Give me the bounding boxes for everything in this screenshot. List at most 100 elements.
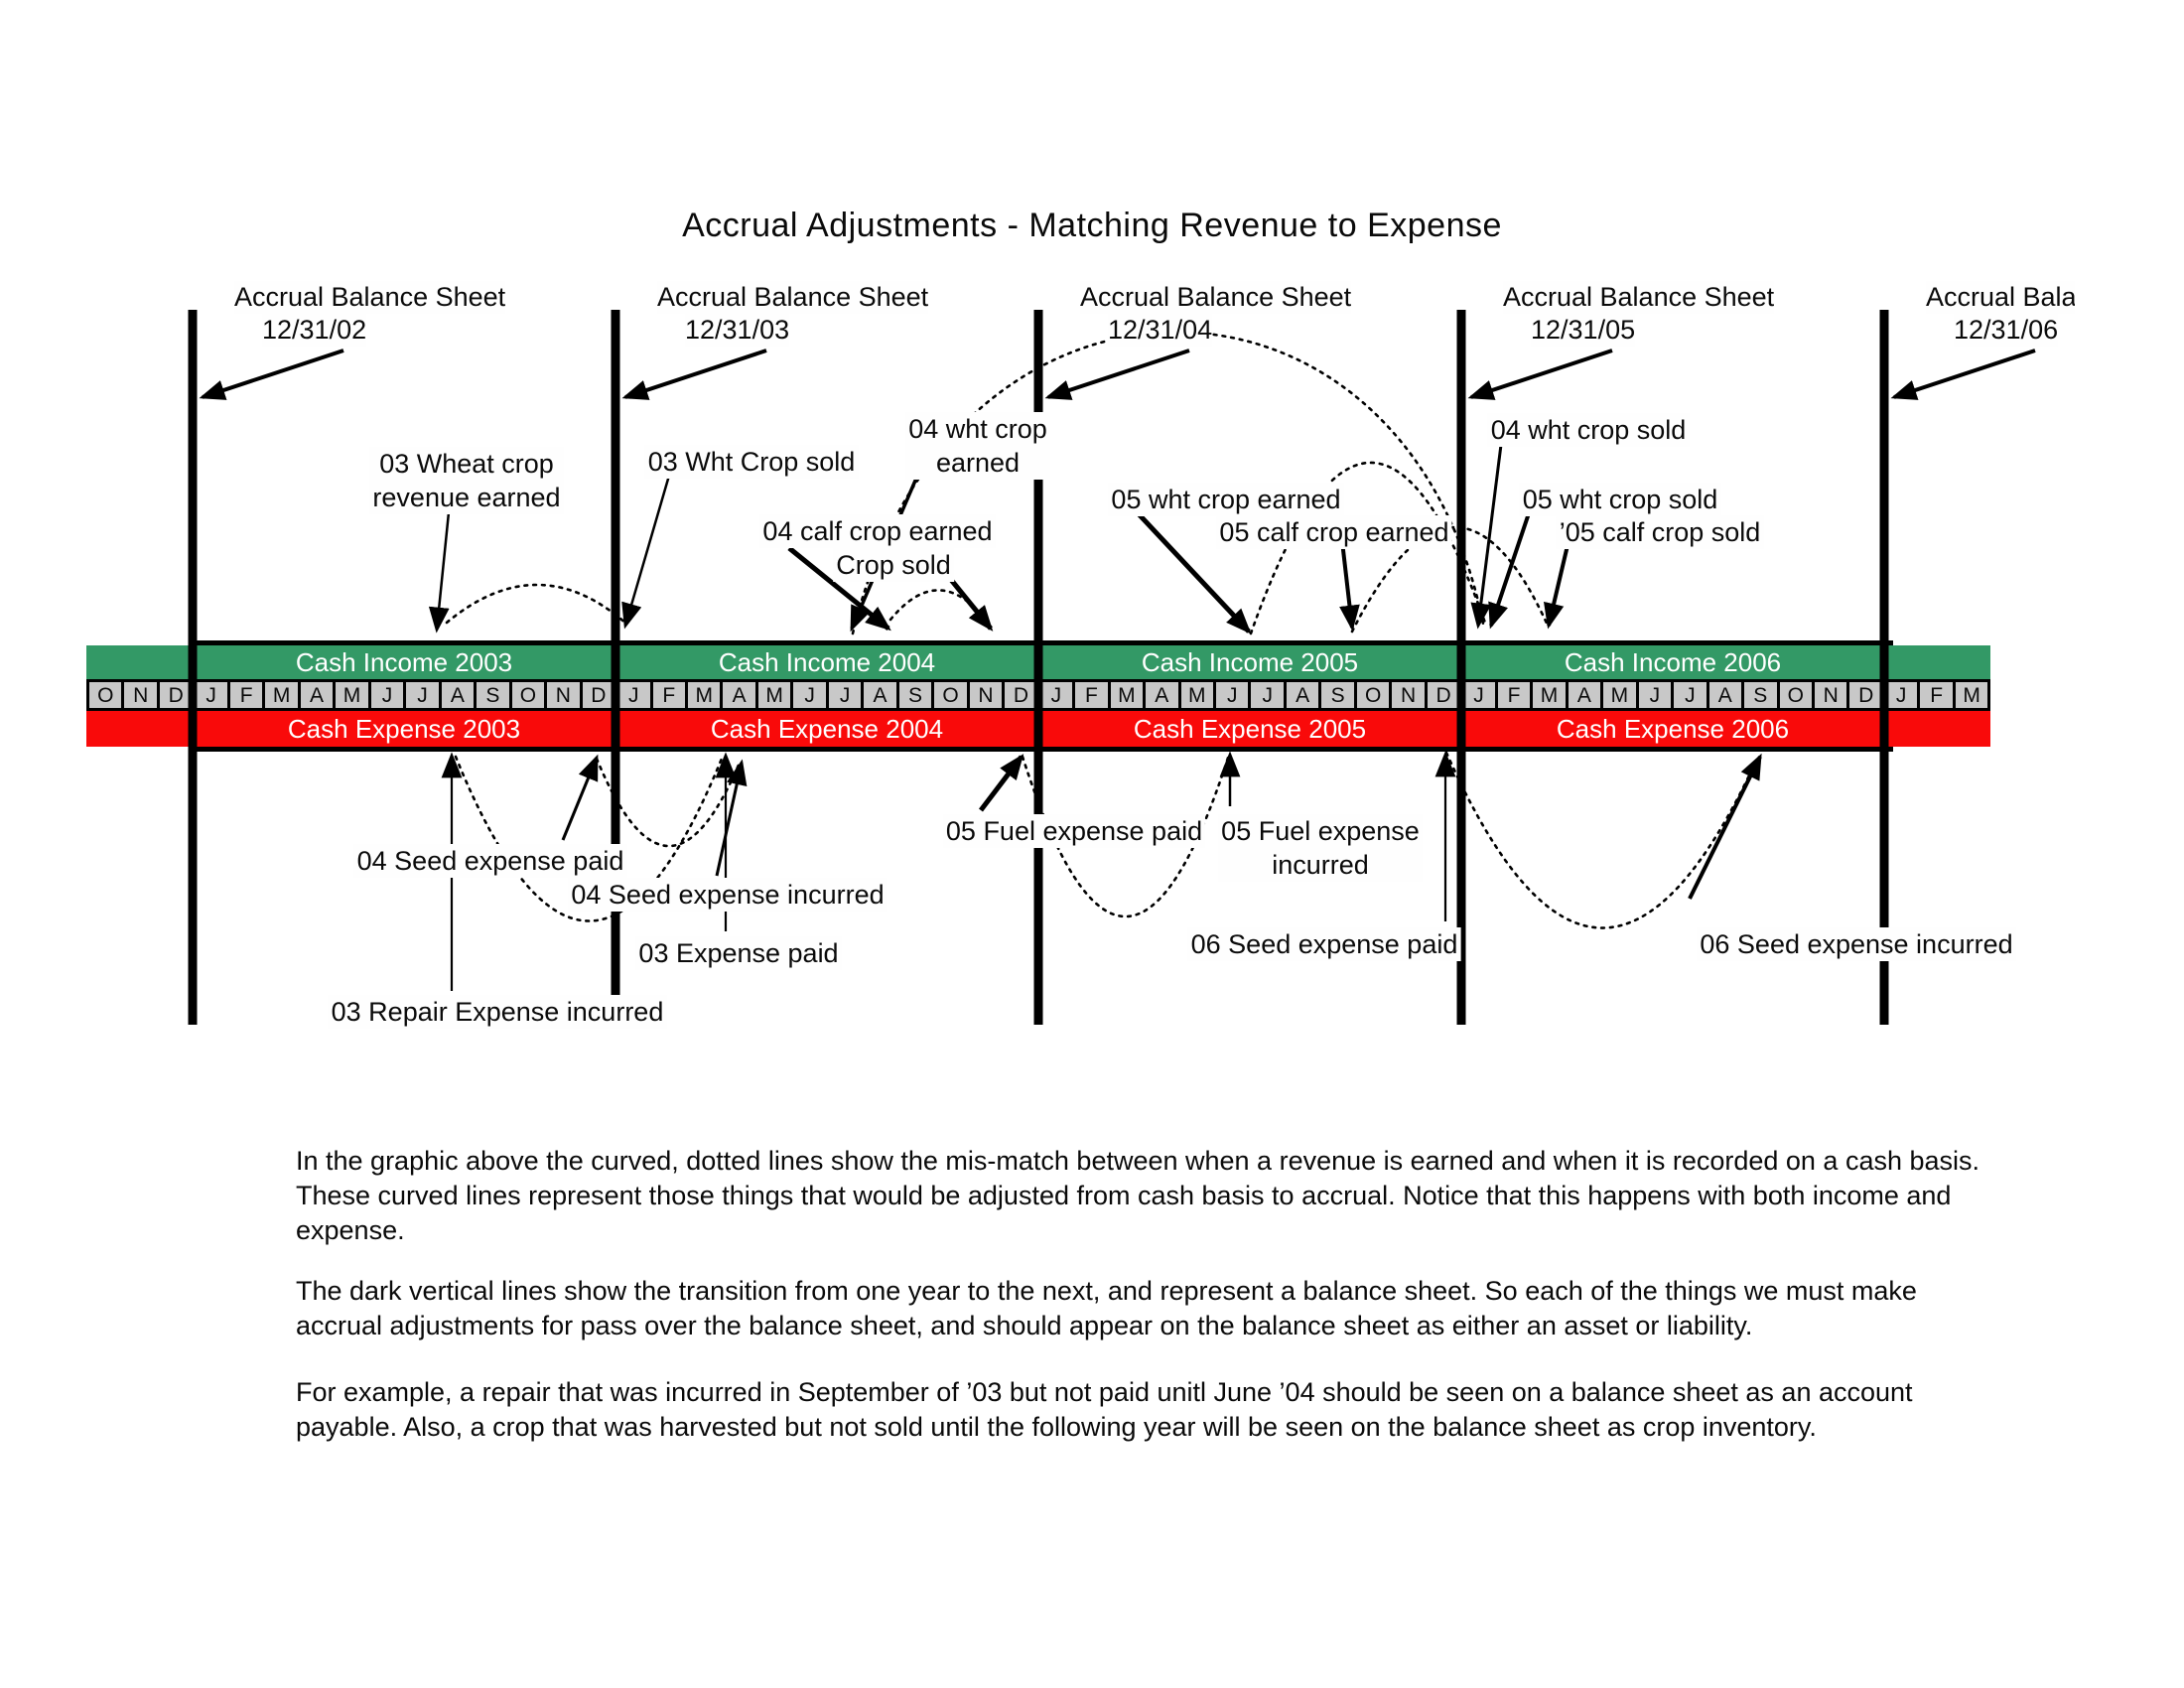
- month-cell-13: N: [547, 682, 583, 708]
- month-cell-40: F: [1497, 682, 1534, 708]
- month-cell-3: J: [195, 682, 230, 708]
- balance-sheet-title: Accrual Balance Sheet: [234, 281, 506, 314]
- month-cell-24: O: [934, 682, 970, 708]
- month-cell-20: J: [793, 682, 829, 708]
- month-cell-44: J: [1638, 682, 1675, 708]
- balance-sheet-date: 12/31/05: [1531, 314, 1636, 347]
- annotation-05-calf-crop-earned: 05 calf crop earned: [1216, 515, 1452, 549]
- income-segment-label-2: Cash Income 2004: [718, 647, 936, 677]
- annotation-05-wht-crop-earned: 05 wht crop earned: [1108, 483, 1344, 516]
- month-cell-25: N: [969, 682, 1006, 708]
- arrow-04-seed-incurred: [715, 759, 748, 877]
- month-cell-18: A: [723, 682, 758, 708]
- month-cell-32: J: [1216, 682, 1252, 708]
- income-segment-label-3: Cash Income 2005: [1141, 647, 1359, 677]
- month-cell-22: A: [864, 682, 899, 708]
- month-cell-35: S: [1321, 682, 1357, 708]
- annotation-05-wht-crop-sold: 05 wht crop sold: [1519, 483, 1721, 516]
- month-cell-16: F: [652, 682, 688, 708]
- month-cell-37: N: [1392, 682, 1428, 708]
- arrow-05-wht-sold: [1488, 503, 1534, 630]
- month-cell-27: J: [1039, 682, 1076, 708]
- month-cell-53: M: [1955, 682, 1991, 708]
- balance-sheet-title: Accrual Balance Sheet: [1926, 281, 2075, 314]
- annotation-line: 05 Fuel expense paid: [942, 814, 1206, 848]
- balance-sheet-date: 12/31/04: [1108, 314, 1213, 347]
- curve-05-wht-earned-to-sold: [1249, 461, 1488, 635]
- annotation-line: 05 calf crop earned: [1216, 515, 1452, 549]
- expense-segment-label-3: Cash Expense 2005: [1133, 714, 1367, 744]
- balance-sheet-title: Accrual Balance Sheet: [1503, 281, 1775, 314]
- month-cell-10: A: [441, 682, 478, 708]
- arrow-03-wheat-earned: [428, 511, 451, 633]
- curve-03-repair-incurred-paid: [454, 755, 724, 922]
- annotation-line: 04 calf crop earned: [759, 514, 996, 548]
- annotation-line: 04 wht crop: [905, 412, 1050, 446]
- annotation-line: revenue earned: [369, 481, 564, 514]
- month-cell-36: O: [1356, 682, 1393, 708]
- month-cell-15: J: [617, 682, 653, 708]
- month-cell-52: F: [1920, 682, 1956, 708]
- month-cell-33: J: [1251, 682, 1287, 708]
- income-segment-label-1: Cash Income 2003: [295, 647, 513, 677]
- balance-sheet-title: Accrual Balance Sheet: [657, 281, 929, 314]
- paragraph-curved-lines: In the graphic above the curved, dotted …: [296, 1146, 1980, 1245]
- annotation-06-seed-expense-paid: 06 Seed expense paid: [1187, 927, 1461, 961]
- month-cell-46: A: [1708, 682, 1745, 708]
- annotation-05-calf-crop-sold: ’05 calf crop sold: [1556, 515, 1764, 549]
- month-cell-0: O: [89, 682, 125, 708]
- month-cell-48: O: [1779, 682, 1815, 708]
- month-cell-1: N: [124, 682, 160, 708]
- expense-segment-label-1: Cash Expense 2003: [287, 714, 521, 744]
- month-cell-4: F: [229, 682, 266, 708]
- month-cell-5: M: [265, 682, 301, 708]
- annotation-line: 06 Seed expense paid: [1187, 927, 1461, 961]
- month-cell-47: S: [1744, 682, 1780, 708]
- expense-segment-label-4: Cash Expense 2006: [1556, 714, 1790, 744]
- month-cell-34: A: [1286, 682, 1322, 708]
- annotation-line: 04 wht crop sold: [1487, 413, 1690, 447]
- annotation-03-expense-paid: 03 Expense paid: [635, 936, 842, 970]
- arrow-04-seed-paid: [561, 754, 599, 841]
- month-cell-39: J: [1462, 682, 1498, 708]
- month-cell-41: M: [1533, 682, 1569, 708]
- month-cell-9: J: [406, 682, 442, 708]
- annotation-line: 05 wht crop earned: [1108, 483, 1344, 516]
- annotation-line: 05 wht crop sold: [1519, 483, 1721, 516]
- curve-05-calf-earned-to-sold: [1350, 525, 1551, 633]
- annotation-04-seed-expense-paid: 04 Seed expense paid: [353, 844, 627, 878]
- annotation-04-wht-crop-sold: 04 wht crop sold: [1487, 413, 1690, 447]
- month-cell-31: M: [1180, 682, 1216, 708]
- month-cell-11: S: [477, 682, 512, 708]
- balance-sheet-date: 12/31/02: [262, 314, 367, 347]
- arrow-06-seed-incurred: [1688, 753, 1762, 900]
- annotation-line: Crop sold: [833, 548, 954, 582]
- balance-sheet-pointer-arrow-12/31/02: [199, 349, 344, 400]
- curve-06-seed-paid-incurred: [1444, 751, 1759, 929]
- month-cell-38: D: [1427, 682, 1463, 708]
- balance-sheet-title: Accrual Balance Sheet: [1080, 281, 1352, 314]
- arrow-04-wht-sold: [1470, 436, 1504, 630]
- month-cell-7: M: [336, 682, 371, 708]
- paragraph-vertical-lines: The dark vertical lines show the transit…: [296, 1276, 1917, 1340]
- annotation-04-seed-expense-incurred: 04 Seed expense incurred: [568, 878, 887, 912]
- income-segment-label-4: Cash Income 2006: [1564, 647, 1782, 677]
- annotation-line: 03 Wheat crop: [369, 447, 564, 481]
- paragraph-example: For example, a repair that was incurred …: [296, 1377, 1913, 1442]
- arrow-04-calf-earned: [787, 546, 891, 632]
- annotation-line: 03 Wht Crop sold: [644, 445, 859, 479]
- annotation-04-calf-crop-sold: Crop sold: [833, 548, 954, 582]
- annotation-04-calf-crop-earned: 04 calf crop earned: [759, 514, 996, 548]
- month-cell-30: A: [1146, 682, 1181, 708]
- arrow-03-wht-sold: [621, 468, 673, 630]
- balance-sheet-date: 12/31/03: [685, 314, 790, 347]
- balance-sheet-pointer-arrow-12/31/05: [1467, 349, 1613, 400]
- annotation-05-fuel-expense-paid: 05 Fuel expense paid: [942, 814, 1206, 848]
